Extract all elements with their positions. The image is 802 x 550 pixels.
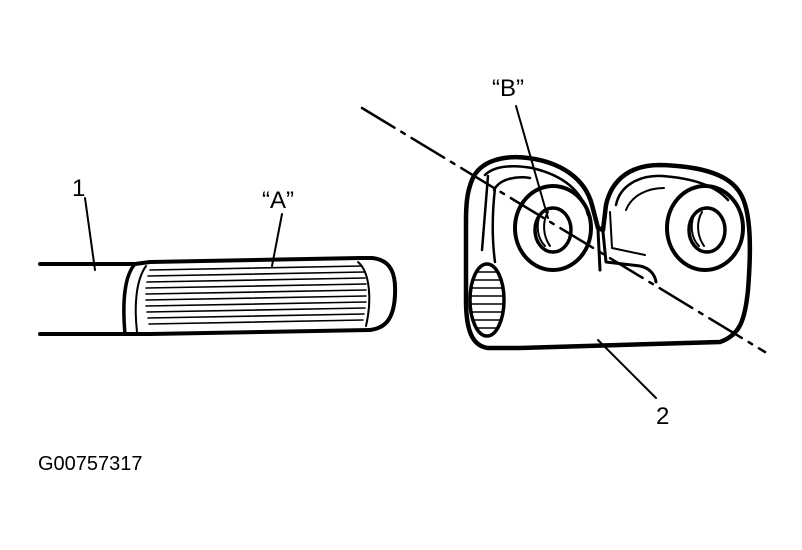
shaft-shoulder — [122, 262, 137, 336]
spline-top-edge — [133, 256, 374, 266]
splined-shaft — [38, 197, 398, 336]
label-callout-a: “A” — [262, 187, 294, 214]
label-part-2: 2 — [656, 403, 669, 430]
leader-part-1 — [84, 197, 96, 271]
leader-part-2 — [597, 339, 657, 399]
yoke-left-boss-contour-2 — [492, 176, 532, 192]
center-axis-line — [360, 106, 767, 354]
spline-ridges — [145, 265, 367, 325]
right-bore-outer — [665, 184, 745, 272]
yoke-slot — [596, 228, 658, 284]
splined-bore-outline — [468, 262, 506, 338]
left-bore-outer — [513, 184, 593, 272]
yoke-right-boss-contour-2 — [625, 187, 665, 211]
splined-bore-ridges — [471, 271, 503, 329]
yoke-slot-edge — [609, 211, 646, 256]
yoke-outer-body — [463, 155, 753, 351]
label-callout-b: “B” — [492, 75, 524, 102]
leader-callout-b — [515, 105, 549, 219]
right-bore-inner — [687, 206, 727, 254]
leader-callout-a — [271, 213, 283, 267]
figure-code: G00757317 — [38, 453, 143, 475]
yoke-front-edge — [480, 174, 497, 264]
left-bore-inner — [533, 206, 573, 254]
spline-bottom-edge — [123, 328, 372, 336]
shaft-end-face — [368, 256, 398, 332]
right-bore-shading — [690, 211, 705, 247]
clamp-yoke — [360, 105, 767, 399]
shaft-shoulder-inner — [134, 265, 147, 333]
label-part-1: 1 — [72, 175, 85, 202]
